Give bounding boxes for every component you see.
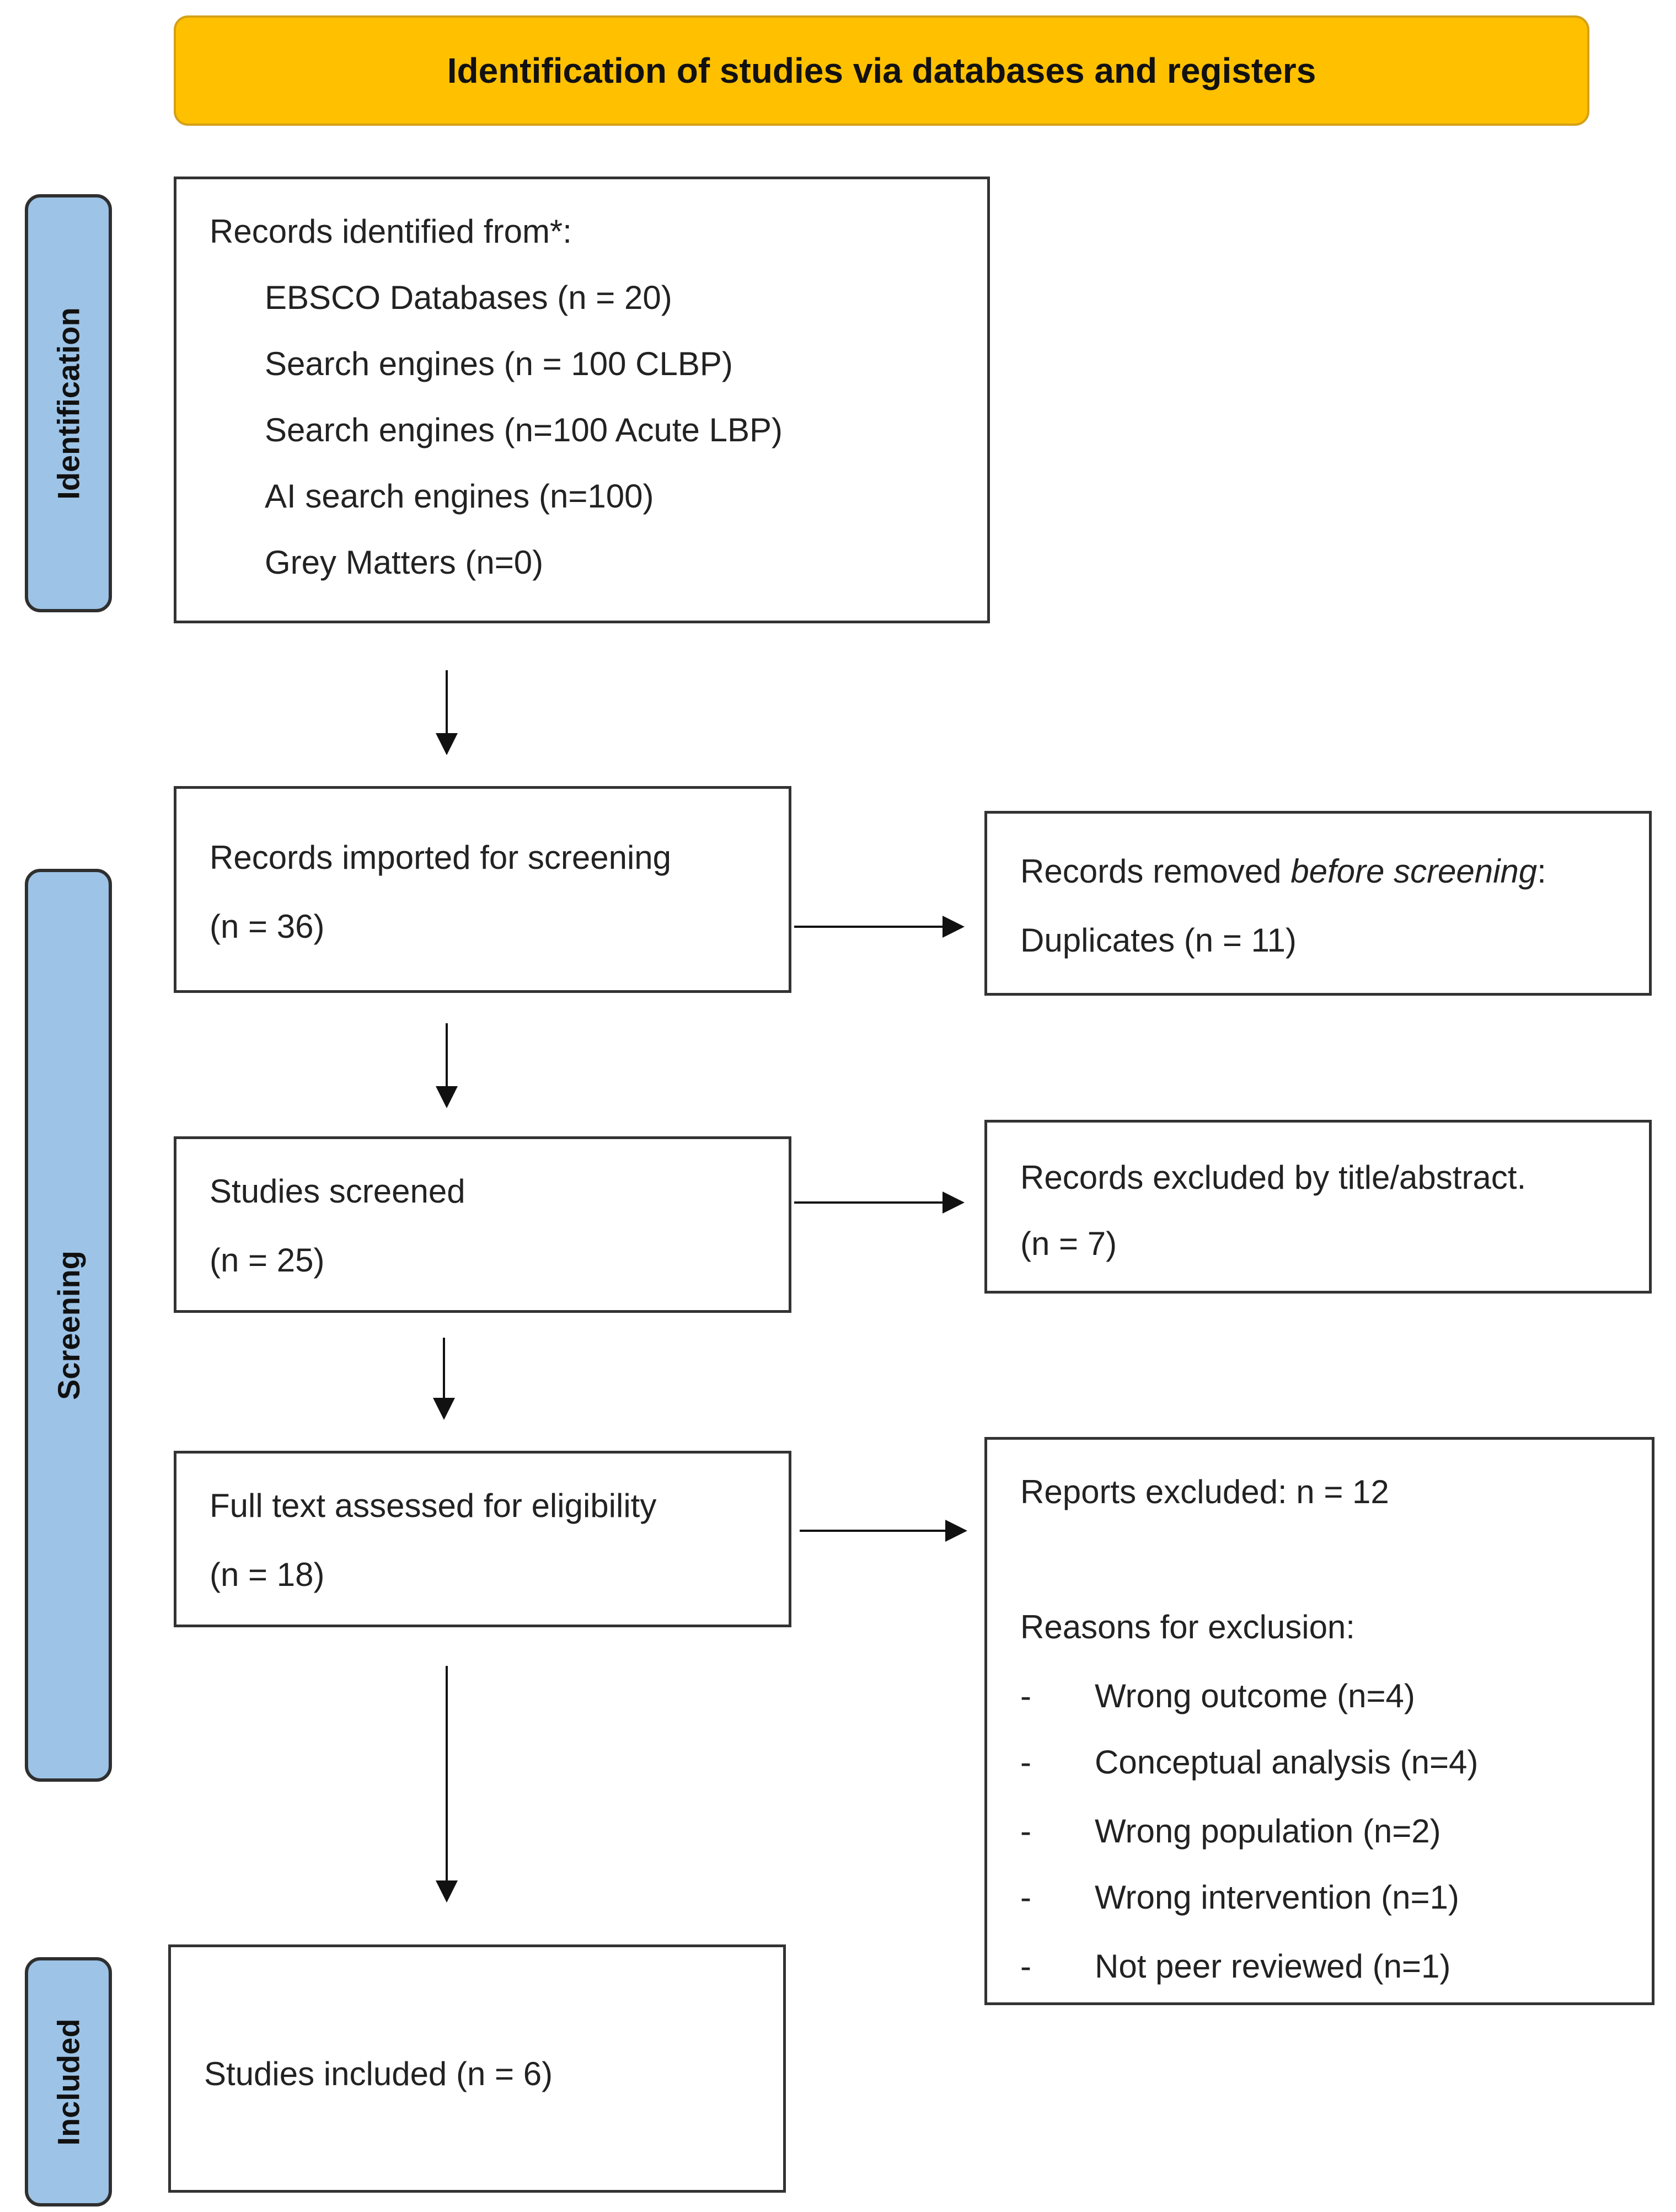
exclusion-reason: Wrong population (n=2) [1095, 1813, 1441, 1850]
records-removed-detail: Duplicates (n = 11) [1020, 922, 1297, 959]
exclusion-reason: Conceptual analysis (n=4) [1095, 1744, 1479, 1781]
records-identified-heading: Records identified from*: [210, 213, 572, 250]
studies-included-box: Studies included (n = 6) [168, 1944, 786, 2193]
records-removed-box: Records removed before screening: Duplic… [984, 811, 1652, 996]
records-removed-label: Records removed before screening: [1020, 853, 1546, 890]
reason-bullet: - [1020, 1677, 1031, 1714]
studies-screened-count: (n = 25) [210, 1242, 325, 1279]
studies-screened-box: Studies screened (n = 25) [174, 1136, 791, 1313]
records-excluded-label: Records excluded by title/abstract. [1020, 1159, 1527, 1196]
exclusion-reason: Not peer reviewed (n=1) [1095, 1948, 1451, 1985]
full-text-box: Full text assessed for eligibility (n = … [174, 1451, 791, 1627]
records-imported-box: Records imported for screening (n = 36) [174, 786, 791, 993]
source-item: Search engines (n = 100 CLBP) [265, 345, 733, 382]
header-title: Identification of studies via databases … [447, 51, 1316, 90]
phase-identification: Identification [25, 194, 112, 612]
reports-excluded-box: Reports excluded: n = 12 Reasons for exc… [984, 1437, 1654, 2005]
source-item: Search engines (n=100 Acute LBP) [265, 412, 783, 448]
reason-bullet: - [1020, 1813, 1031, 1850]
header-banner: Identification of studies via databases … [174, 15, 1589, 126]
records-imported-count: (n = 36) [210, 908, 325, 945]
full-text-count: (n = 18) [210, 1556, 325, 1593]
phase-included: Included [25, 1957, 112, 2206]
exclusion-reason: Wrong outcome (n=4) [1095, 1677, 1415, 1714]
reason-bullet: - [1020, 1744, 1031, 1781]
records-excluded-count: (n = 7) [1020, 1225, 1117, 1262]
source-item: EBSCO Databases (n = 20) [265, 279, 672, 316]
full-text-label: Full text assessed for eligibility [210, 1487, 657, 1524]
exclusion-reason: Wrong intervention (n=1) [1095, 1879, 1459, 1916]
phase-screening: Screening [25, 869, 112, 1782]
source-item: AI search engines (n=100) [265, 478, 654, 515]
records-excluded-box: Records excluded by title/abstract. (n =… [984, 1120, 1652, 1294]
reason-bullet: - [1020, 1948, 1031, 1985]
records-identified-box: Records identified from*: EBSCO Database… [174, 177, 990, 623]
source-item: Grey Matters (n=0) [265, 544, 544, 581]
records-imported-label: Records imported for screening [210, 839, 672, 876]
reason-bullet: - [1020, 1879, 1031, 1916]
studies-included-label: Studies included (n = 6) [204, 2055, 553, 2092]
reasons-heading: Reasons for exclusion: [1020, 1609, 1355, 1645]
studies-screened-label: Studies screened [210, 1173, 465, 1210]
reports-excluded-label: Reports excluded: n = 12 [1020, 1473, 1389, 1510]
